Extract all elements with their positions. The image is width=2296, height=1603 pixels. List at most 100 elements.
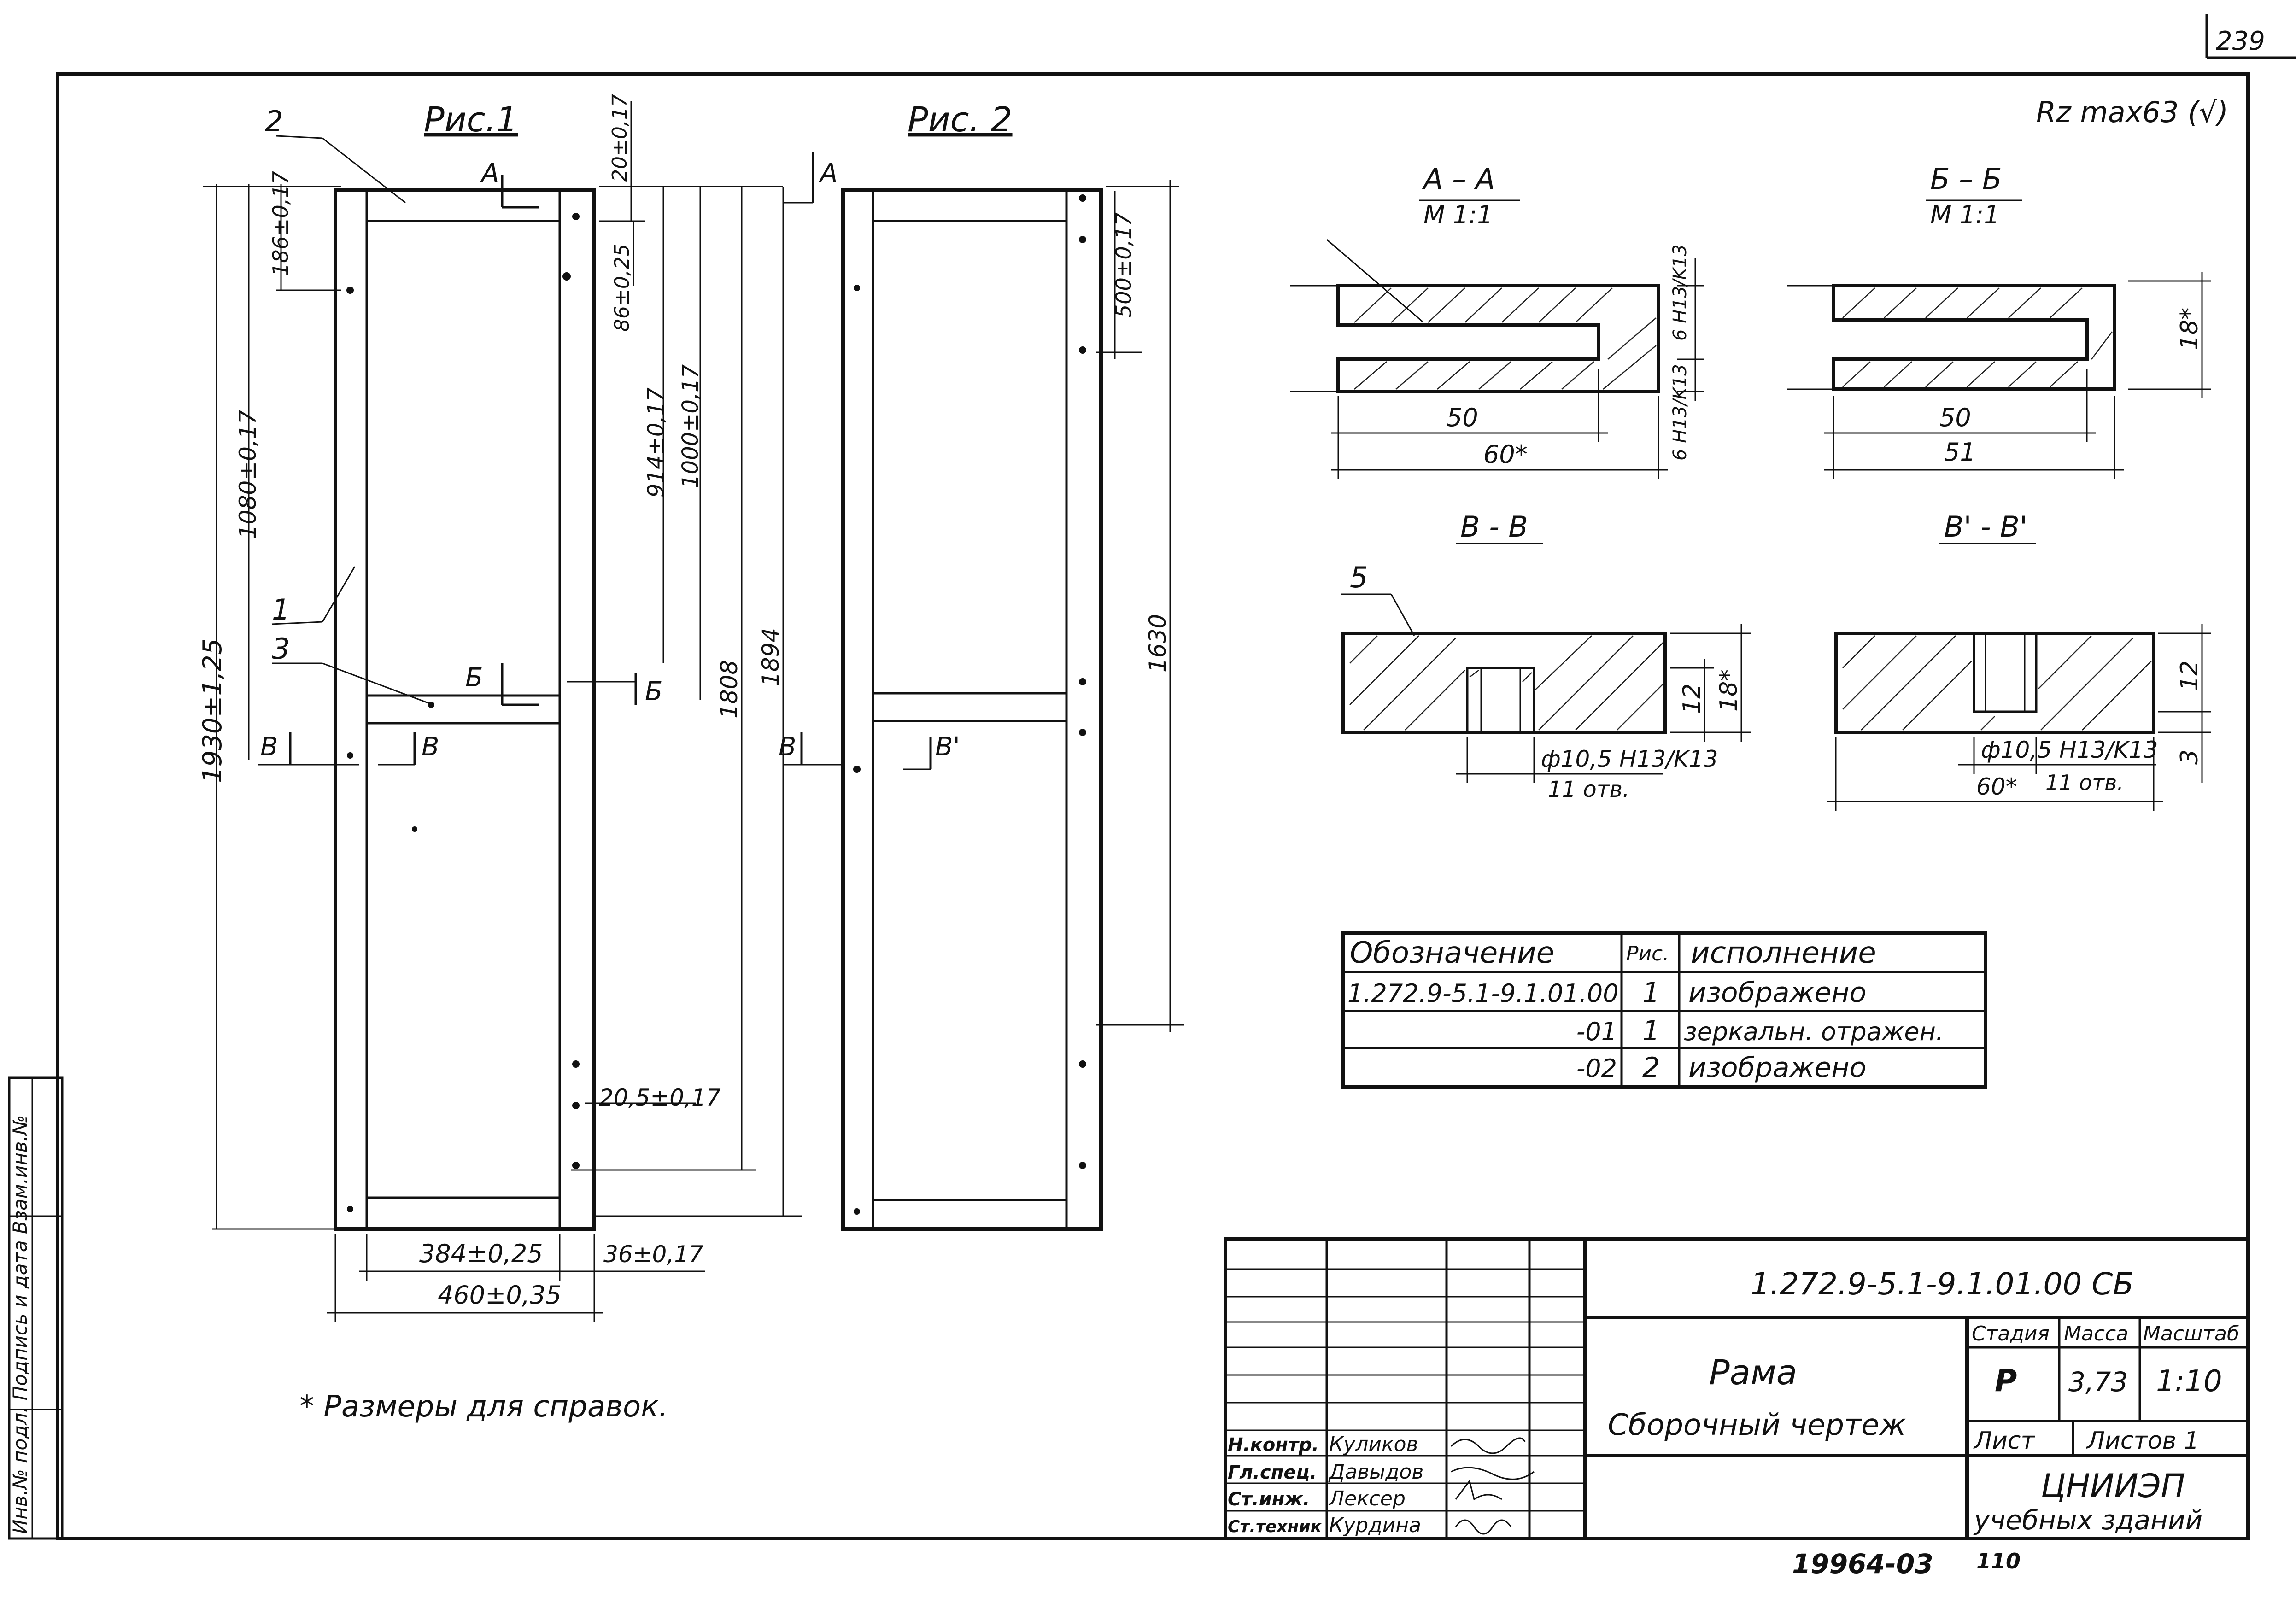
- section-bb-dim-18: 18*: [2176, 308, 2203, 350]
- dim-460: 460±0,35: [438, 1281, 562, 1310]
- dim-1000: 1000±0,17: [678, 364, 703, 488]
- dim-86: 86±0,25: [610, 244, 634, 332]
- callout-3: 3: [272, 632, 290, 666]
- dim-1808: 1808: [716, 660, 743, 719]
- section-aa-fit2: 6 H13/K13: [1669, 364, 1691, 461]
- section-mark-a: А: [480, 158, 499, 188]
- signer-name-3: Лексер: [1328, 1487, 1406, 1510]
- signer-role-1: Н.контр.: [1228, 1434, 1319, 1456]
- table-header-execution: исполнение: [1691, 936, 1876, 970]
- dim-20-5: 20,5±0,17: [599, 1084, 721, 1111]
- section-b-b: Б – Б М 1:1 18* 50 51: [1787, 162, 2211, 479]
- dim-384: 384±0,25: [419, 1239, 543, 1268]
- dim-500: 500±0,17: [1111, 212, 1136, 318]
- signer-name-1: Куликов: [1329, 1433, 1418, 1456]
- side-stamp-text: Инв.№ подл. Подпись и дата Взам.инв.№: [9, 1115, 31, 1534]
- dim-1894: 1894: [757, 628, 784, 686]
- dim-1930: 1930±1,25: [198, 638, 228, 783]
- title-sheet-label: Лист: [1973, 1427, 2035, 1455]
- fig2-section-mark-v-prime: В': [935, 732, 960, 762]
- dim-186: 186±0,17: [268, 171, 293, 276]
- section-mark-v1: В: [260, 732, 278, 762]
- table-row-1-fig: 1: [1642, 977, 1660, 1009]
- section-bb-scale: М 1:1: [1930, 200, 2000, 229]
- table-row-2-fig: 1: [1642, 1015, 1660, 1047]
- archive-sheet: 110: [1976, 1549, 2021, 1574]
- table-row-3-execution: изображено: [1688, 1052, 1866, 1084]
- title-scale-label: Масштаб: [2143, 1322, 2239, 1346]
- table-row-1-designation: 1.272.9-5.1-9.1.01.00: [1347, 979, 1619, 1008]
- figure-1-title: Рис.1: [424, 100, 518, 140]
- table-row-1-execution: изображено: [1688, 977, 1866, 1009]
- archive-number: 19964-03: [1792, 1548, 1933, 1580]
- callout-2: 2: [265, 105, 283, 138]
- section-vv-dim-18: 18*: [1715, 669, 1743, 712]
- title-org-1: ЦНИИЭП: [2041, 1467, 2185, 1505]
- signature-4: [1455, 1519, 1512, 1535]
- dim-914: 914±0,17: [643, 387, 669, 497]
- dim-36: 36±0,17: [603, 1241, 703, 1268]
- section-aa-dim-50: 50: [1447, 403, 1478, 432]
- side-stamp: [8, 1076, 64, 1540]
- title-block: 1.272.9-5.1-9.1.01.00 СБ Рама Сборочный …: [1224, 1237, 2250, 1540]
- signature-1: [1450, 1437, 1526, 1454]
- section-aa-dim-60: 60*: [1483, 440, 1528, 469]
- section-aa-fit: 6 H13/K13: [1669, 244, 1691, 341]
- section-vv-dim-12: 12: [1678, 684, 1706, 714]
- table-header-designation: Обозначение: [1350, 936, 1554, 970]
- section-mark-b1: Б: [465, 663, 483, 693]
- footnote: * Размеры для справок.: [299, 1390, 668, 1424]
- title-name-2: Сборочный чертеж: [1608, 1408, 1906, 1442]
- signer-role-4: Ст.техник: [1228, 1517, 1323, 1536]
- figure-2: Рис. 2 А В В' 500±0,17 1630: [779, 100, 1184, 1231]
- dim-1080: 1080±0,17: [234, 410, 261, 539]
- title-mass-value: 3,73: [2068, 1366, 2128, 1398]
- section-vv-callout-5: 5: [1350, 561, 1368, 594]
- section-bb-title: Б – Б: [1930, 162, 2002, 196]
- signer-name-4: Курдина: [1329, 1514, 1421, 1537]
- table-row-2-execution: зеркальн. отражен.: [1684, 1017, 1944, 1046]
- title-mass-label: Масса: [2064, 1322, 2128, 1346]
- section-mark-b2: Б: [645, 677, 662, 707]
- section-v-v: В - В 5 12 18* ф10,5 H13/K13 11 отв.: [1341, 510, 1751, 802]
- section-vv-title: В - В: [1460, 510, 1528, 544]
- signer-role-2: Гл.спец.: [1228, 1462, 1317, 1483]
- table-row-3-designation: -02: [1576, 1054, 1617, 1083]
- roughness-mark: Rz max63 (√): [2036, 95, 2228, 129]
- signer-role-3: Ст.инж.: [1228, 1489, 1310, 1510]
- table-row-2-designation: -01: [1576, 1017, 1617, 1046]
- section-vv2-dim-12: 12: [2176, 661, 2203, 691]
- table-header-fig: Рис.: [1626, 942, 1669, 965]
- figure-2-title: Рис. 2: [908, 100, 1013, 140]
- sheet-frame: [56, 72, 2250, 1540]
- title-stage-value: Р: [1995, 1363, 2017, 1398]
- variants-table: Обозначение Рис. исполнение 1.272.9-5.1-…: [1341, 931, 1987, 1089]
- dim-top-20: 20±0,17: [608, 94, 632, 182]
- section-vv2-dim-60: 60*: [1976, 773, 2017, 800]
- table-row-3-fig: 2: [1642, 1052, 1660, 1084]
- title-stage-label: Стадия: [1972, 1322, 2050, 1346]
- section-aa-title: А – А: [1422, 162, 1495, 196]
- section-a-a: А – А М 1:1 6 H13/K13 50 60* 6 H13/K13: [1290, 162, 1704, 479]
- callout-1: 1: [272, 593, 290, 626]
- section-vv2-holes: 11 отв.: [2045, 770, 2124, 795]
- figure-1: Рис.1 2 1 3 А Б Б: [198, 94, 802, 1322]
- section-bb-dim-51: 51: [1944, 438, 1976, 467]
- dim-1630: 1630: [1144, 614, 1171, 673]
- title-scale-value: 1:10: [2156, 1364, 2222, 1398]
- fig2-section-mark-v: В: [779, 732, 796, 762]
- section-vv-hole: ф10,5 H13/K13: [1541, 746, 1718, 772]
- section-bb-dim-50: 50: [1939, 403, 1971, 432]
- section-vv2-hole: ф10,5 H13/K13: [1981, 737, 2158, 763]
- section-mark-v2: В: [422, 732, 439, 762]
- signature-3: [1455, 1479, 1502, 1501]
- section-vv-holes: 11 отв.: [1548, 777, 1629, 802]
- title-name-1: Рама: [1709, 1353, 1797, 1392]
- title-designation: 1.272.9-5.1-9.1.01.00 СБ: [1751, 1266, 2134, 1302]
- signature-2: [1451, 1467, 1535, 1480]
- section-aa-scale: М 1:1: [1423, 200, 1493, 229]
- section-vv2-dim-3: 3: [2176, 749, 2203, 765]
- title-org-2: учебных зданий: [1973, 1504, 2202, 1536]
